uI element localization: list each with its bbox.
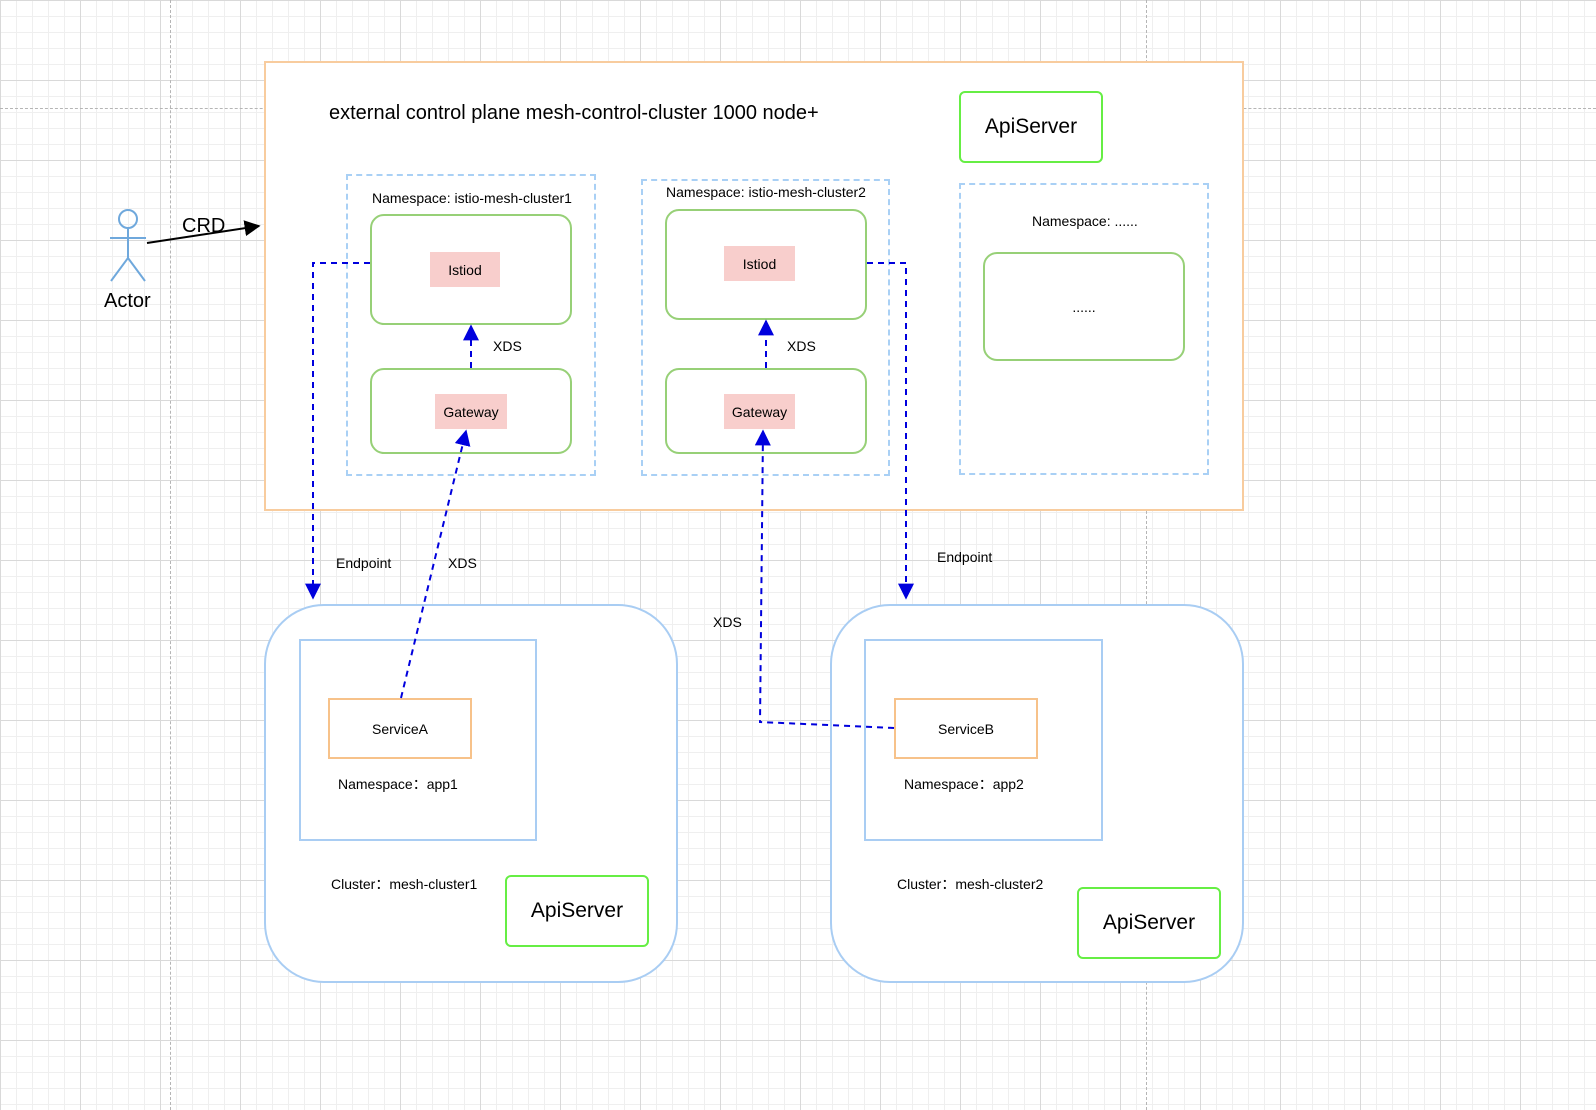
control-plane-apiserver[interactable]: ApiServer xyxy=(959,91,1103,163)
namespace-other[interactable] xyxy=(959,183,1209,475)
namespace-label: Namespace: istio-mesh-cluster2 xyxy=(666,184,866,200)
gateway-label: Gateway xyxy=(435,394,507,429)
xds-edge-label: XDS xyxy=(713,614,742,630)
xds-edge-label: XDS xyxy=(493,338,522,354)
placeholder-node[interactable]: ...... xyxy=(983,252,1185,361)
namespace-label: Namespace: ...... xyxy=(1032,213,1138,229)
service-b-node[interactable]: ServiceB xyxy=(894,698,1038,759)
endpoint-edge-label: Endpoint xyxy=(937,549,993,565)
endpoint-edge-label: Endpoint xyxy=(336,555,392,571)
gateway-label: Gateway xyxy=(724,394,795,429)
guide-line xyxy=(170,0,171,1110)
cluster-label: Cluster：mesh-cluster1 xyxy=(331,876,478,892)
namespace-label: Namespace: istio-mesh-cluster1 xyxy=(372,190,572,206)
namespace-label: Namespace：app1 xyxy=(338,776,458,792)
cluster-apiserver[interactable]: ApiServer xyxy=(505,875,649,947)
crd-edge-label: CRD xyxy=(182,215,226,237)
istiod-label: Istiod xyxy=(430,252,500,287)
cluster-label: Cluster：mesh-cluster2 xyxy=(897,876,1044,892)
guide-line xyxy=(1146,0,1147,1110)
xds-edge-label: XDS xyxy=(448,555,477,571)
actor-label: Actor xyxy=(104,290,151,312)
cluster-apiserver[interactable]: ApiServer xyxy=(1077,887,1221,959)
xds-edge-label: XDS xyxy=(787,338,816,354)
istiod-label: Istiod xyxy=(724,246,795,281)
control-plane-title: external control plane mesh-control-clus… xyxy=(329,102,819,124)
service-a-node[interactable]: ServiceA xyxy=(328,698,472,759)
namespace-label: Namespace：app2 xyxy=(904,776,1024,792)
